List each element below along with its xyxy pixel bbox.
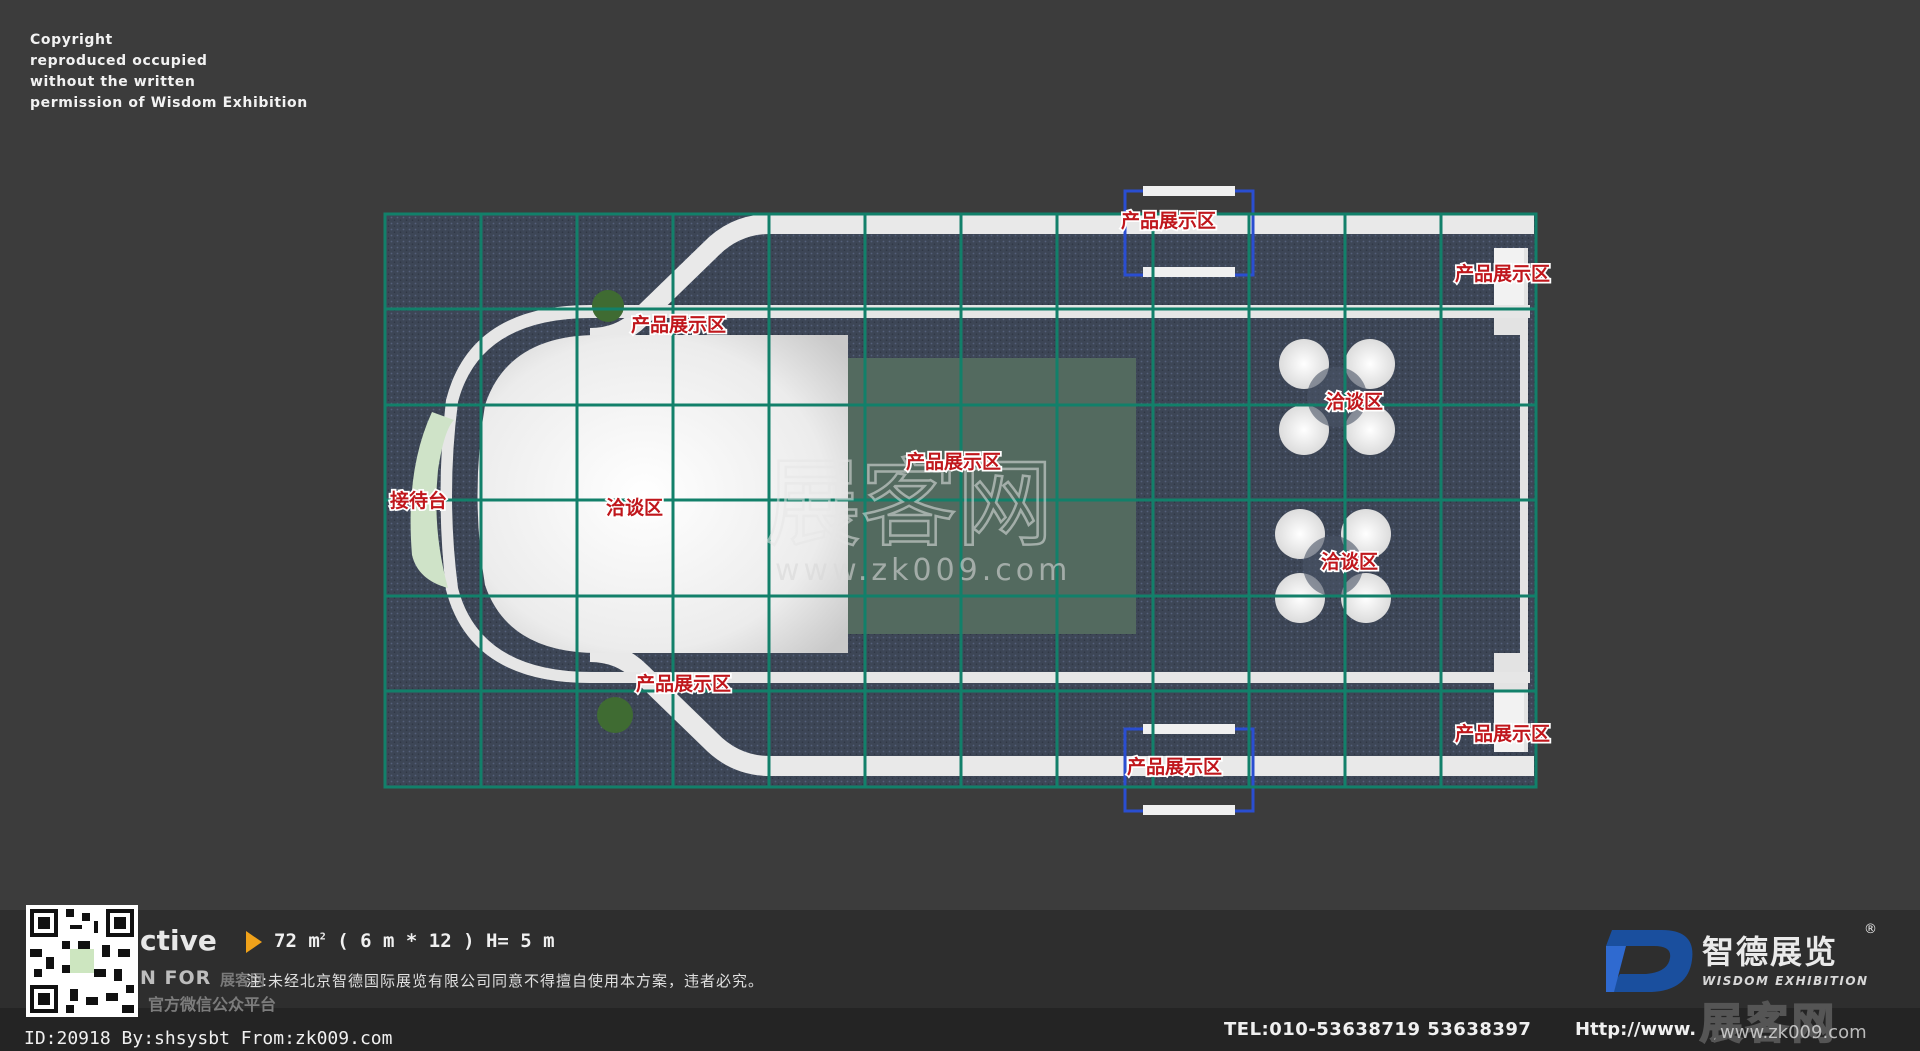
zone-label: 产品展示区 <box>1455 262 1550 285</box>
website-link[interactable]: Http://www. <box>1575 1019 1697 1040</box>
plant-icon <box>592 290 624 322</box>
source-id: ID:20918 By:shsysbt From:zk009.com <box>24 1028 393 1049</box>
qr-code[interactable] <box>26 905 138 1017</box>
watermark-url: www.zk009.com <box>775 553 1071 588</box>
brand-name-cn: 智德展览 <box>1702 933 1839 971</box>
booth-floor-plan: 展客网 www.zk009.com 产品展示区 产品展示区 产品展示区 产品展示… <box>383 186 1552 815</box>
copyright-warning: 注:未经北京智德国际展览有限公司同意不得擅自使用本方案，违者必究。 <box>246 972 765 990</box>
zone-label: 产品展示区 <box>1121 209 1216 232</box>
copyright-line: Copyright <box>30 32 113 48</box>
project-title: ctive <box>140 924 217 957</box>
zone-label: 产品展示区 <box>906 450 1001 473</box>
plant-icon <box>597 697 633 733</box>
footer-strip <box>0 1008 1920 1051</box>
table-icon <box>1303 536 1363 596</box>
spec-unit: m <box>308 930 320 952</box>
layout-grid <box>383 212 1538 789</box>
outer-wall <box>589 642 1534 776</box>
right-wall-end <box>1494 690 1524 752</box>
corner-watermark-url: www.zk009.com <box>1720 1022 1867 1043</box>
chair-group-upper <box>1279 339 1395 455</box>
for-sub-label: 展客网 <box>220 971 266 989</box>
podium <box>477 335 848 653</box>
zone-label: 洽谈区 <box>1326 390 1383 413</box>
spec-area: 72 <box>274 930 297 952</box>
copyright-line: reproduced occupied <box>30 53 208 69</box>
spec-unit-sup: 2 <box>319 931 326 943</box>
telephone: TEL:010-53638719 53638397 <box>1224 1019 1532 1040</box>
doorway-panel <box>1143 186 1235 196</box>
right-wall-end <box>1494 248 1524 310</box>
spec-dims: ( 6 m * 12 ) H= 5 m <box>337 930 555 952</box>
zone-label: 产品展示区 <box>1127 755 1222 778</box>
zone-label: 产品展示区 <box>1455 722 1550 745</box>
copyright-line: permission of Wisdom Exhibition <box>30 95 308 111</box>
corner-watermark: 展客网 <box>1699 998 1839 1049</box>
zone-label: 产品展示区 <box>631 313 726 336</box>
zone-label: 洽谈区 <box>1321 550 1378 573</box>
zone-label: 洽谈区 <box>606 496 663 519</box>
brand-logo-icon <box>1606 930 1693 992</box>
chair-group-lower <box>1275 509 1391 623</box>
watermark-logo: 展客网 <box>765 448 1053 560</box>
for-label: N FOR <box>140 967 212 989</box>
doorway-panel <box>1143 724 1235 734</box>
doorway-panel <box>1143 267 1235 277</box>
wechat-caption: 官方微信公众平台 <box>148 995 277 1014</box>
play-icon <box>246 931 262 953</box>
doorway-panel <box>1143 805 1235 815</box>
brand-name-en: WISDOM EXHIBITION <box>1702 974 1869 988</box>
copyright-notice: Copyright reproduced occupied without th… <box>30 30 308 114</box>
copyright-line: without the written <box>30 74 196 90</box>
booth-spec: 72 m2 ( 6 m * 12 ) H= 5 m <box>274 930 555 952</box>
table-icon <box>1307 367 1367 427</box>
zone-label: 接待台 <box>390 489 447 512</box>
zone-label: 产品展示区 <box>636 672 731 695</box>
registered-mark: ® <box>1864 922 1877 937</box>
qr-code-icon <box>26 905 138 1017</box>
